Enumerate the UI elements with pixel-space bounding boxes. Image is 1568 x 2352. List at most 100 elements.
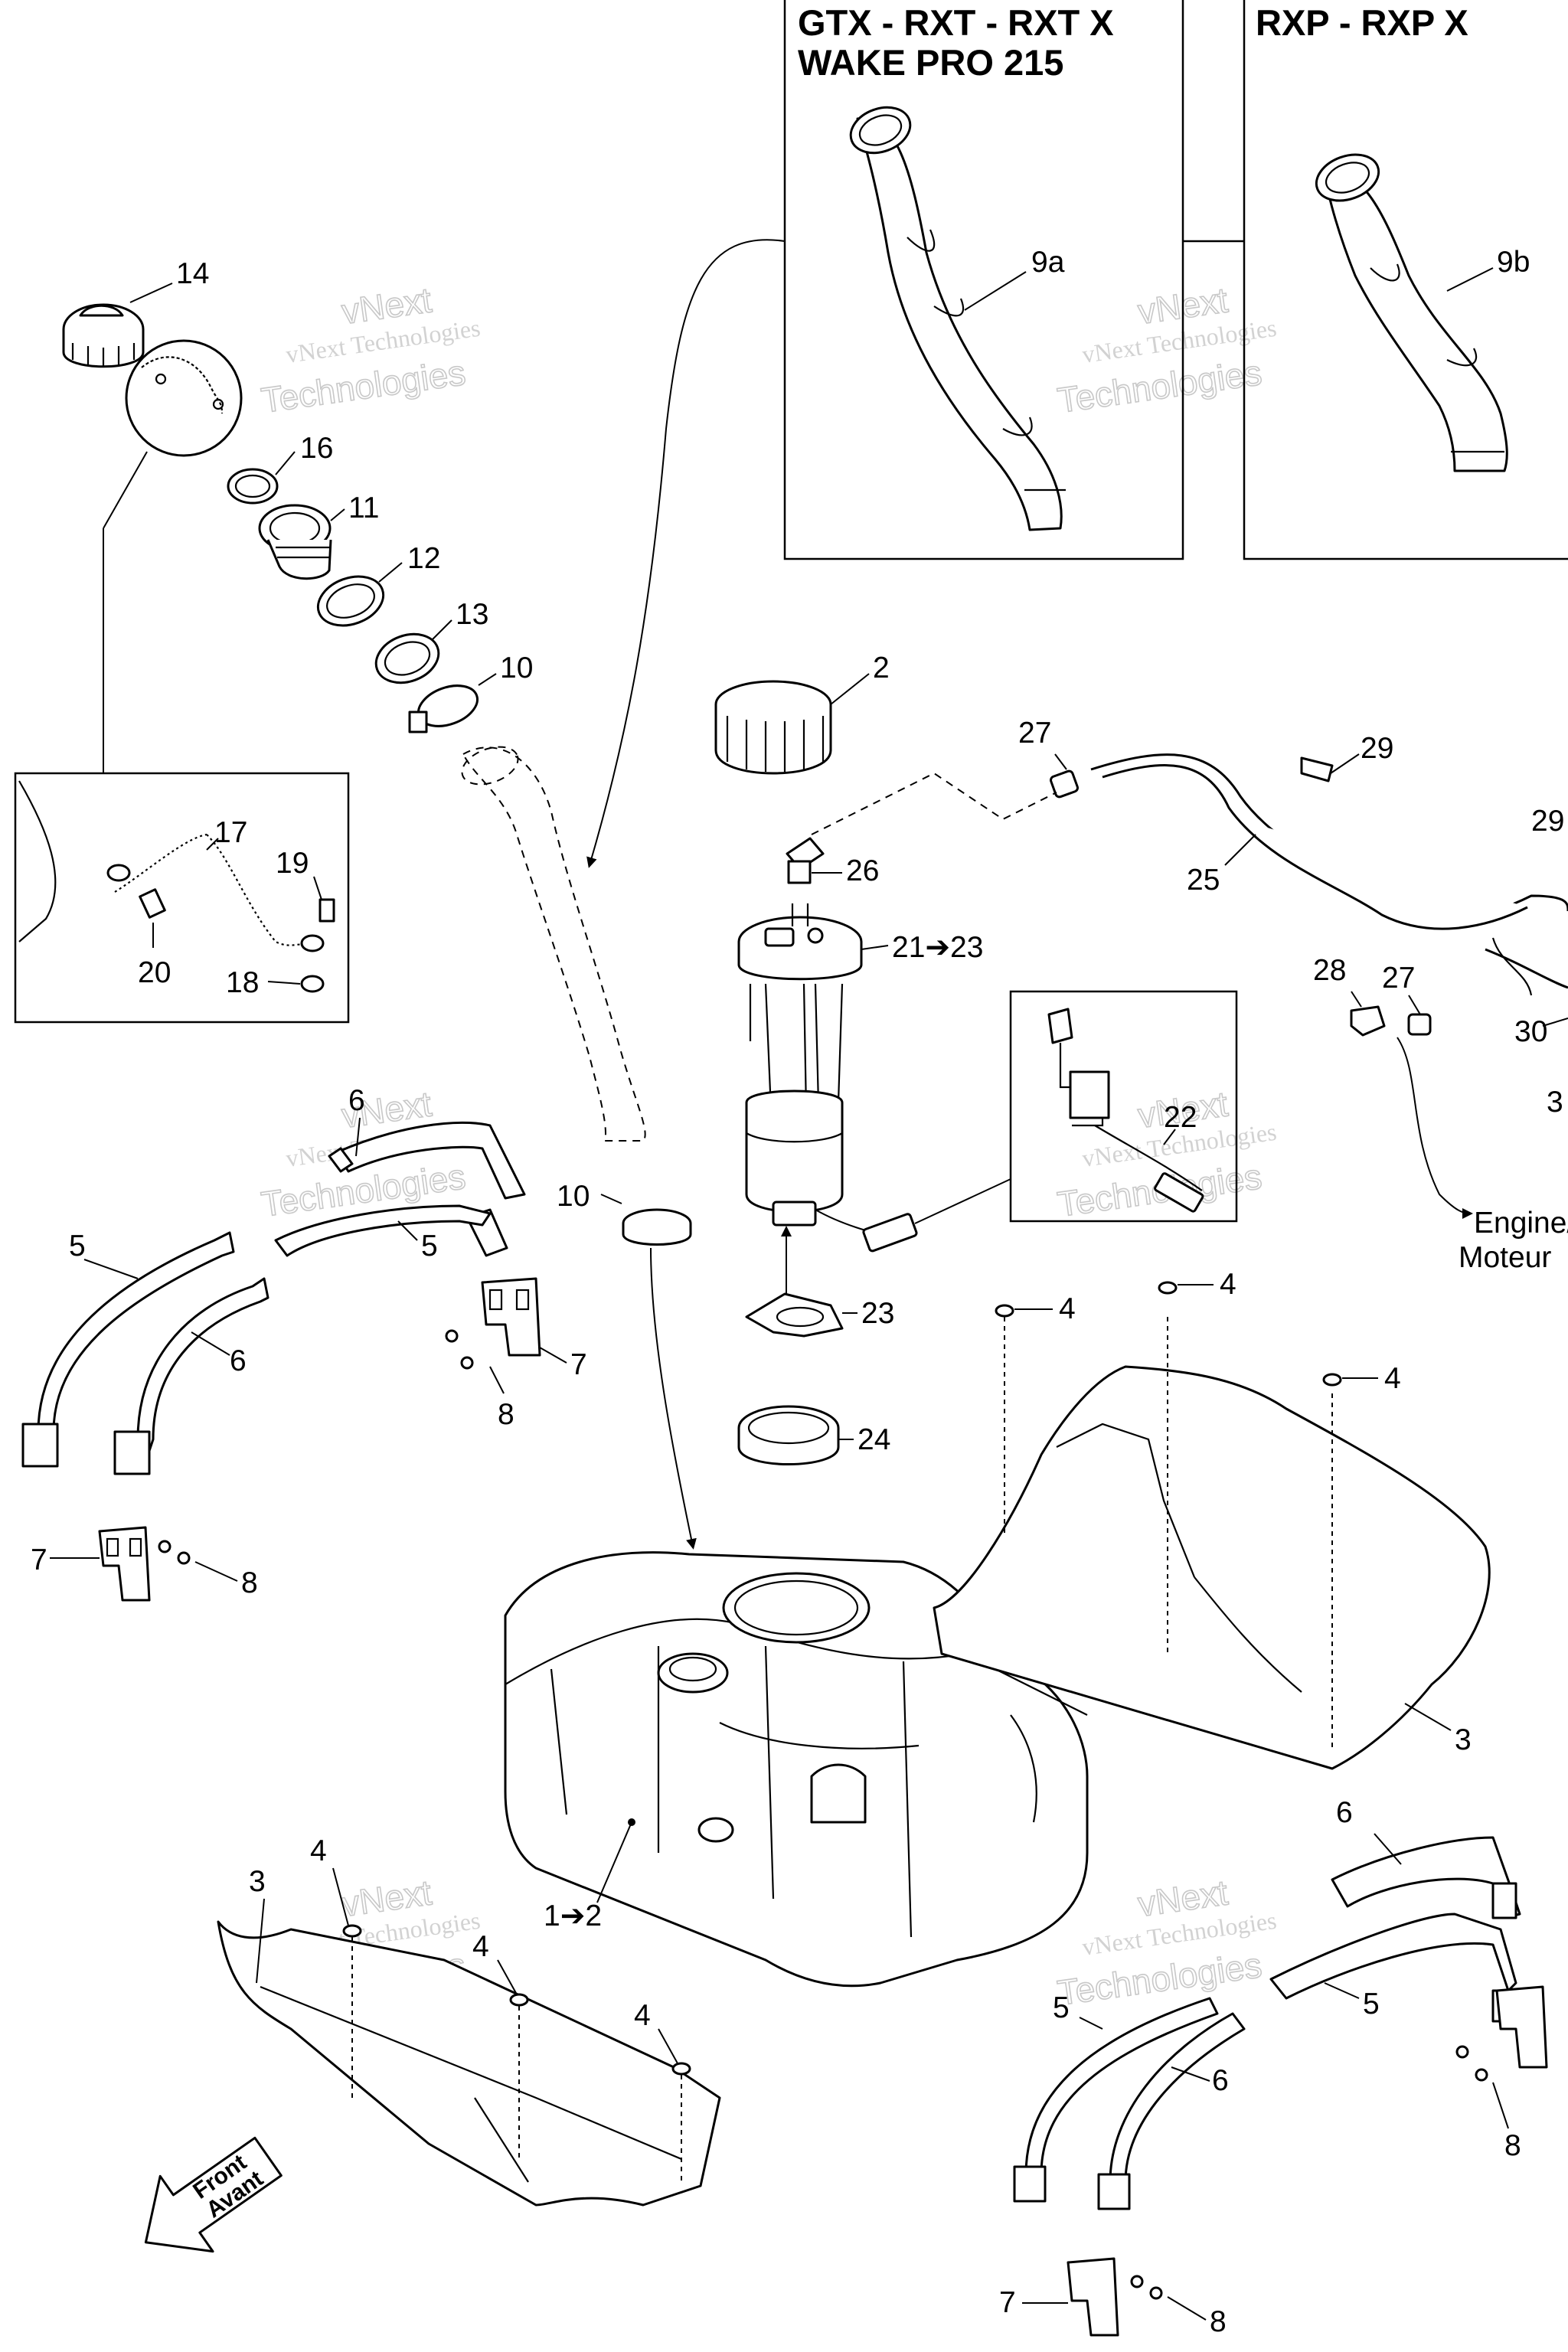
shield-3-lower xyxy=(217,1920,721,2207)
leader-9b xyxy=(1446,267,1494,292)
leader-line xyxy=(1374,1833,1402,1865)
route-line-hose xyxy=(586,239,786,868)
fuel-pump-assembly-21 xyxy=(737,903,863,1227)
leader-14 xyxy=(129,283,173,303)
leader-line xyxy=(1224,834,1256,866)
callout-4f: 4 xyxy=(634,1999,651,2032)
diagram-shape xyxy=(125,339,243,457)
diagram-shape xyxy=(139,888,166,919)
diagram-shape xyxy=(1024,1997,1219,2199)
diagram-shape xyxy=(300,975,325,993)
leader-line xyxy=(1054,753,1067,770)
leader-line xyxy=(1492,2082,1509,2129)
lock-ring-2 xyxy=(714,680,832,775)
diagram-shape xyxy=(129,1537,142,1557)
diagram-shape xyxy=(177,1551,191,1565)
callout-14: 14 xyxy=(176,257,209,290)
panel-gtx-subtitle: WAKE PRO 215 xyxy=(798,42,1063,83)
diagram-shape xyxy=(481,1277,541,1357)
cap-tether-detail xyxy=(125,339,243,457)
clamp-10-lower xyxy=(622,1208,692,1246)
hose-route-dashed xyxy=(811,772,1057,835)
callout-7-left: 7 xyxy=(31,1544,47,1576)
diagram-shape xyxy=(807,927,824,944)
diagram-shape xyxy=(335,1121,526,1200)
shield-3-upper xyxy=(933,1365,1491,1770)
leader-line xyxy=(313,876,322,900)
callout-20: 20 xyxy=(138,956,171,989)
fill-hose-dashed xyxy=(461,746,646,1142)
diagram-shape xyxy=(21,1423,59,1468)
callout-8-mid: 8 xyxy=(498,1398,514,1431)
leader-line xyxy=(1330,753,1360,774)
leader-line xyxy=(355,1117,361,1157)
diagram-shape xyxy=(719,1722,920,1749)
diagram-shape xyxy=(515,1289,530,1311)
callout-10-lower: 10 xyxy=(557,1180,590,1213)
diagram-shape xyxy=(849,106,912,155)
diagram-shape xyxy=(113,1430,151,1475)
diagram-shape xyxy=(791,903,809,926)
diagram-shape xyxy=(737,942,863,981)
panel-gtx-title: GTX - RXT - RXT X xyxy=(798,2,1114,43)
callout-16: 16 xyxy=(300,432,333,465)
leader-line xyxy=(332,1867,349,1926)
leader-line xyxy=(1542,1018,1568,1027)
callout-29-right: 29 xyxy=(1531,805,1564,838)
diagram-shape xyxy=(1455,2045,1469,2059)
leader-line xyxy=(600,1194,622,1204)
diagram-shape xyxy=(217,1920,721,2207)
strap-6-right-lower xyxy=(1097,2012,1246,2210)
leader-line xyxy=(432,619,452,640)
callout-5-left: 5 xyxy=(69,1230,86,1263)
diagram-shape xyxy=(1323,170,1508,472)
diagram-shape xyxy=(1069,1070,1110,1119)
diagram-shape xyxy=(1300,756,1334,782)
leader-line xyxy=(267,981,301,985)
leader-line xyxy=(1079,2017,1103,2030)
diagram-shape xyxy=(1350,1005,1386,1037)
fuel-tank-1 xyxy=(504,1551,1089,1988)
diagram-shape xyxy=(1010,1714,1037,1823)
leader-line xyxy=(1404,1703,1452,1731)
sender-detail-box-22 xyxy=(1009,990,1238,1223)
strap-5-left xyxy=(21,1231,235,1468)
diagram-shape xyxy=(764,927,795,947)
diagram-shape xyxy=(136,1277,270,1464)
callout-4b: 4 xyxy=(1220,1268,1236,1301)
panel-rxp-title: RXP - RXP X xyxy=(1256,2,1468,43)
callout-29-upper: 29 xyxy=(1361,732,1393,765)
callout-13: 13 xyxy=(456,598,488,631)
diagram-shape xyxy=(746,1132,843,1143)
diagram-shape xyxy=(488,1289,503,1311)
clamp-10-upper xyxy=(408,684,479,733)
leader-line xyxy=(489,1366,505,1394)
callout-18: 18 xyxy=(226,966,259,999)
leader-line xyxy=(397,1220,418,1241)
diagram-shape xyxy=(1102,764,1528,930)
diagram-shape xyxy=(1243,0,1568,560)
diagram-shape xyxy=(737,1428,840,1465)
callout-1: 1➔2 xyxy=(544,1900,602,1932)
callout-5-right-upper: 5 xyxy=(1363,1988,1380,2020)
diagram-shape xyxy=(474,2097,529,2183)
diagram-shape xyxy=(671,2062,691,2076)
leader-line xyxy=(378,562,403,583)
callout-10-upper: 10 xyxy=(500,652,533,684)
seal-ring-24 xyxy=(737,1405,840,1465)
callout-4e: 4 xyxy=(472,1930,489,1963)
vent-line xyxy=(1491,937,1533,996)
valve-28 xyxy=(1350,1005,1386,1037)
watermark: vNext vNext Technologies Technologies xyxy=(258,279,482,421)
callout-17: 17 xyxy=(214,816,247,849)
callout-8-left: 8 xyxy=(241,1566,258,1599)
callout-22: 22 xyxy=(1164,1101,1197,1134)
fill-hose-9b xyxy=(1315,153,1508,472)
diagram-shape xyxy=(212,398,224,410)
bracket-7-bottom xyxy=(1067,2257,1163,2337)
diagram-shape xyxy=(374,632,440,684)
diagram-shape xyxy=(733,1579,859,1636)
callout-8-right: 8 xyxy=(1504,2129,1521,2162)
diagram-shape xyxy=(227,468,279,505)
diagram-shape xyxy=(1446,348,1478,367)
